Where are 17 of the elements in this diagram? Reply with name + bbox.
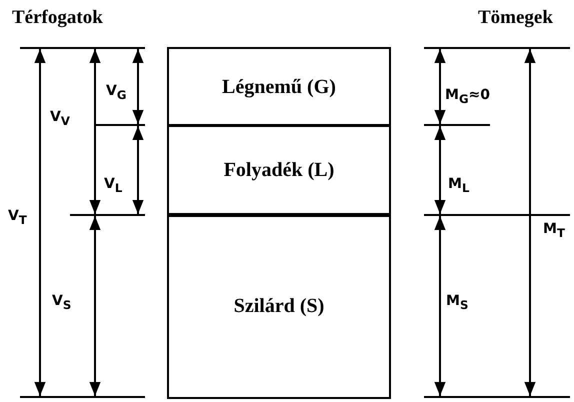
column-heading: Tömegek	[478, 8, 553, 27]
dimension-label: V$_{T}$	[8, 209, 27, 226]
phase-box	[167, 47, 391, 127]
phase-label: Légnemű (G)	[222, 76, 336, 98]
phase-label: Szilárd (S)	[234, 294, 324, 318]
column-heading: Térfogatok	[12, 8, 103, 27]
dimension-label: V$_{V}$	[50, 110, 70, 128]
phase-box	[167, 124, 391, 217]
dimension-label: V$_{S}$	[52, 294, 72, 312]
dimension-label: M$_{L}$	[448, 177, 470, 194]
dimension-label: M$_{G}$≈0	[445, 88, 490, 106]
dimension-label: V$_{G}$	[106, 84, 126, 102]
dimension-label: M$_{T}$	[543, 222, 565, 240]
dimension-label: V$_{L}$	[104, 177, 122, 194]
phase-label: Folyadék (L)	[224, 159, 334, 182]
phase-box	[167, 213, 391, 399]
dimension-label: M$_{S}$	[446, 294, 468, 312]
